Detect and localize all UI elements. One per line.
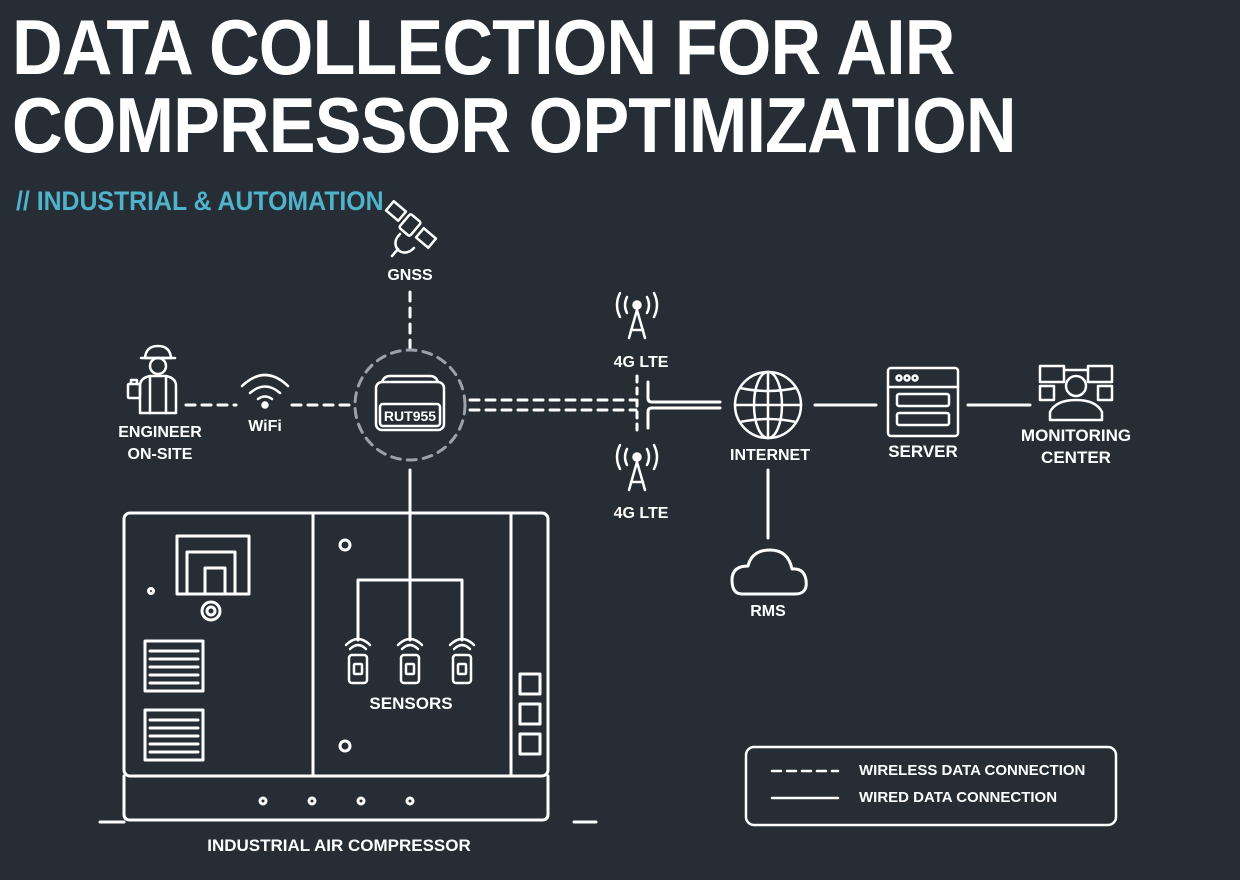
router-icon — [374, 374, 446, 432]
page-title: DATA COLLECTION FOR AIR COMPRESSOR OPTIM… — [12, 8, 1017, 164]
lte-bottom-label: 4G LTE — [613, 505, 669, 522]
monitoring-center-label: MONITORING CENTER — [1021, 425, 1131, 469]
lte-tower-top-icon — [615, 291, 659, 340]
monitoring-label-line-2: CENTER — [1041, 448, 1111, 467]
router-label: RUT955 — [384, 408, 436, 424]
engineer-label: ENGINEER ON-SITE — [118, 422, 202, 466]
sensor-icon — [448, 637, 476, 685]
legend-wired-label: WIRED DATA CONNECTION — [859, 789, 1058, 806]
server-label: SERVER — [888, 442, 958, 461]
gnss-label: GNSS — [387, 267, 433, 284]
legend-box — [744, 745, 1118, 827]
legend-wireless-label: WIRELESS DATA CONNECTION — [859, 762, 1086, 779]
wifi-label: WiFi — [248, 418, 282, 435]
monitoring-center-icon — [1038, 364, 1114, 422]
server-icon — [886, 366, 960, 438]
satellite-icon — [384, 200, 438, 258]
wifi-icon — [240, 373, 290, 409]
wireless-link-router-lte — [468, 374, 639, 438]
lte-tower-bottom-icon — [615, 443, 659, 492]
sensors-label: SENSORS — [369, 694, 453, 713]
page-subtitle: // INDUSTRIAL & AUTOMATION — [16, 186, 384, 216]
engineer-icon — [126, 344, 178, 415]
engineer-label-line-2: ON-SITE — [127, 446, 193, 463]
rms-label: RMS — [750, 603, 786, 620]
wired-link-lte-internet — [646, 380, 722, 430]
compressor-icon — [98, 511, 598, 824]
cloud-icon — [730, 548, 808, 596]
sensor-icon — [396, 637, 424, 685]
lte-top-label: 4G LTE — [613, 354, 669, 371]
sensor-bus — [356, 578, 464, 642]
title-line-2: COMPRESSOR OPTIMIZATION — [12, 81, 1017, 169]
sensor-icon — [344, 637, 372, 685]
internet-label: INTERNET — [730, 447, 810, 464]
router-ring — [353, 348, 467, 462]
title-line-1: DATA COLLECTION FOR AIR — [12, 3, 955, 91]
monitoring-label-line-1: MONITORING — [1020, 426, 1132, 445]
engineer-label-line-1: ENGINEER — [118, 424, 202, 441]
compressor-label: INDUSTRIAL AIR COMPRESSOR — [207, 836, 471, 855]
globe-icon — [733, 370, 803, 440]
